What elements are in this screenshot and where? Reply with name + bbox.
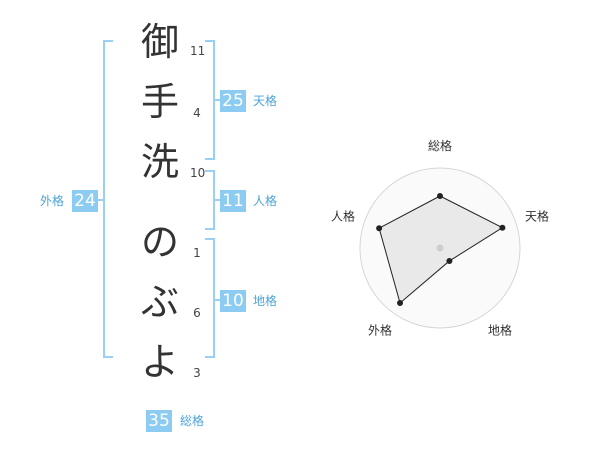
name-char-4: の xyxy=(140,220,179,264)
radar-point-4 xyxy=(397,300,404,307)
name-char-6: よ xyxy=(140,340,179,384)
radar-axis-label-1: 総格 xyxy=(428,138,452,153)
radar-points xyxy=(376,193,506,307)
stroke-count-5: 6 xyxy=(193,306,201,320)
jinkaku-tick xyxy=(214,199,222,201)
name-char-2: 手 xyxy=(140,80,179,124)
radar-axis-label-2: 天格 xyxy=(525,208,549,223)
jinkaku-score: 11 xyxy=(220,190,246,212)
gaikaku-tick xyxy=(96,199,104,201)
soukaku-label: 総格 xyxy=(180,414,205,428)
radar-center-dot xyxy=(436,244,444,252)
name-char-3: 洗 xyxy=(140,140,179,184)
radar-point-2 xyxy=(499,224,506,231)
chikaku-bracket xyxy=(205,238,215,358)
stroke-count-3: 10 xyxy=(190,166,206,180)
stroke-count-6: 3 xyxy=(193,366,201,380)
tenkaku-label: 天格 xyxy=(253,94,278,108)
gaikaku-label: 外格 xyxy=(40,194,65,208)
soukaku-score: 35 xyxy=(146,410,172,432)
name-char-5: ぶ xyxy=(140,280,179,324)
gaikaku-bracket xyxy=(103,40,113,358)
tenkaku-score: 25 xyxy=(220,90,246,112)
stroke-count-1: 11 xyxy=(190,44,206,58)
chikaku-label: 地格 xyxy=(253,294,278,308)
stroke-count-2: 4 xyxy=(193,106,201,120)
chikaku-tick xyxy=(214,299,222,301)
chikaku-score: 10 xyxy=(220,290,246,312)
radar-point-3 xyxy=(446,257,453,264)
stroke-count-4: 1 xyxy=(193,246,201,260)
radar-axis-label-3: 地格 xyxy=(488,323,512,338)
radar-axis-label-5: 人格 xyxy=(331,208,355,223)
radar-point-1 xyxy=(437,193,443,199)
radar-axis-label-4: 外格 xyxy=(368,323,392,338)
tenkaku-tick xyxy=(214,99,222,101)
radar-point-5 xyxy=(376,225,383,232)
gaikaku-score: 24 xyxy=(72,190,98,212)
name-char-1: 御 xyxy=(140,20,179,64)
jinkaku-label: 人格 xyxy=(253,194,278,208)
